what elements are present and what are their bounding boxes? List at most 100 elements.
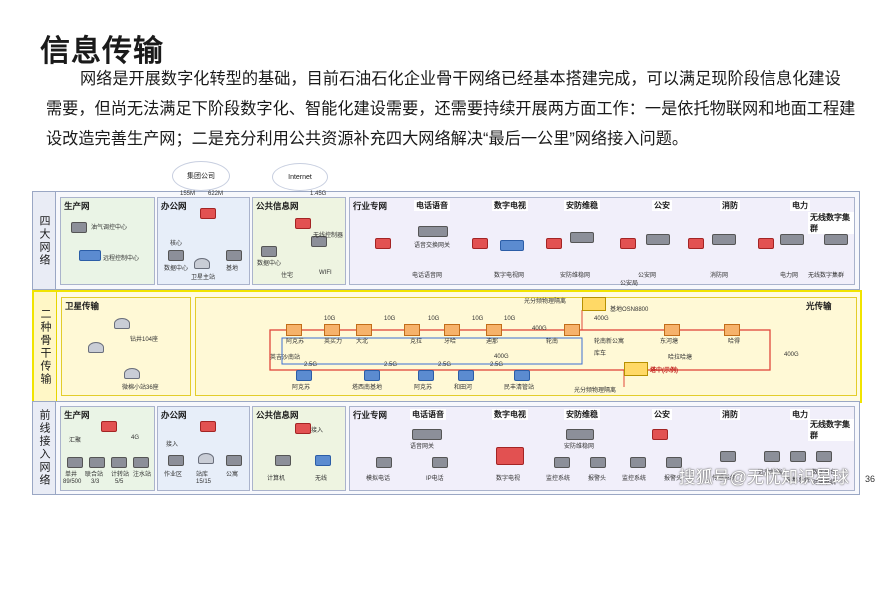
subnet-title: 安防维稳: [564, 409, 600, 420]
node-label: 单井: [65, 472, 78, 478]
node-label: 微棉小站36座: [122, 385, 159, 391]
cell-title: 公共信息网: [256, 410, 299, 420]
node-box-blue: [514, 370, 530, 381]
node-label: 克拉: [410, 339, 423, 345]
subnet-title: 数字电视: [492, 200, 528, 211]
node-label: 阿克苏: [414, 385, 433, 391]
node-label: 消防网: [710, 273, 729, 279]
well-icon: [67, 457, 83, 468]
ip-phone-icon: [432, 457, 448, 468]
node-label: 电话语音网: [412, 273, 443, 279]
node-label: 和田河: [454, 385, 473, 391]
node-label: 安防维稳网: [560, 273, 591, 279]
node-label: 迪那: [486, 339, 499, 345]
node-label: 无线数字集群: [808, 273, 845, 279]
splitter-label: 光分频物理隔离: [574, 388, 617, 394]
core-label: 基地OSN8800: [610, 307, 649, 313]
node-label: 报警头: [664, 476, 683, 482]
node-label: 电力网: [780, 273, 799, 279]
security-server-icon: [566, 429, 594, 440]
splitter-label: 光分频物理隔离: [524, 299, 567, 305]
node-label: 汇聚: [69, 438, 82, 444]
router-icon: [295, 218, 311, 229]
capacity-label: 400G: [784, 352, 799, 358]
cell-public-access: 公共信息网 接入 计算机 无线: [252, 406, 346, 491]
station-icon: [111, 457, 127, 468]
node-label: 钻井104座: [130, 337, 159, 343]
node-label: 数字电视: [496, 476, 521, 482]
server-icon: [168, 250, 184, 261]
building-icon: [226, 250, 242, 261]
capacity-label: 10G: [504, 316, 516, 322]
node-label: 模拟电话: [366, 476, 391, 482]
link-label: 622M: [208, 191, 224, 197]
intro-paragraph: 网络是开展数字化转型的基础，目前石油石化企业骨干网络已经基本搭建完成，可以满足现…: [46, 64, 856, 154]
satellite-dish-icon: [124, 368, 140, 379]
node-label: 3/3: [91, 479, 100, 485]
node-label: 油气调控中心: [91, 225, 128, 231]
node-label: 4G: [131, 435, 140, 441]
node-label: 数据中心: [257, 261, 282, 267]
subnet-title: 消防: [720, 200, 740, 211]
tv-icon: [500, 240, 524, 251]
node-label: 塔西南基地: [352, 385, 383, 391]
cell-title: 办公网: [161, 201, 187, 211]
sensor-icon: [720, 451, 736, 462]
subnet-title: 电话语音: [410, 409, 446, 420]
cell-title: 办公网: [161, 410, 187, 420]
node-label: 监控系统: [546, 476, 571, 482]
node-label: 计算机: [267, 476, 286, 482]
node-label: 15/15: [196, 479, 212, 485]
apartment-icon: [226, 455, 242, 466]
node-label: 库车: [594, 351, 607, 357]
node-label: 站库: [196, 472, 209, 478]
node-label: 5/5: [115, 479, 124, 485]
gateway-icon: [418, 226, 448, 237]
cloud-label: Internet: [288, 173, 312, 181]
node-box: [444, 324, 460, 336]
node-label: 联合站: [85, 472, 104, 478]
node-label: 计转站: [111, 472, 130, 478]
tv-icon: [496, 447, 524, 465]
node-label: 公安网: [638, 273, 657, 279]
node-label: 无线: [315, 476, 328, 482]
camera-icon: [570, 232, 594, 243]
monitor-icon: [79, 250, 101, 261]
router-icon: [758, 238, 774, 249]
node-label: 接入: [166, 442, 179, 448]
node-box: [286, 324, 302, 336]
node-box: [356, 324, 372, 336]
router-icon: [295, 423, 311, 434]
subnet-title: 数字电视: [492, 409, 528, 420]
node-label: 传感系统: [712, 476, 737, 482]
node-label: 报警头: [588, 476, 607, 482]
node-label: 数据中心: [164, 266, 189, 272]
node-label: 牙哈: [444, 339, 457, 345]
subnet-title: 安防维稳: [564, 200, 600, 211]
server-icon: [261, 246, 277, 257]
node-box: [724, 324, 740, 336]
four-networks-row: 四大网络 生产网 油气调控中心 远程控制中心 办公网 核心 数据中心 卫星主站 …: [32, 191, 860, 290]
optical-splitter-hub: [624, 362, 648, 376]
node-box-blue: [364, 370, 380, 381]
wifi-icon: [315, 455, 331, 466]
controller-icon: [311, 236, 327, 247]
alarm-icon: [590, 457, 606, 468]
watermark: 搜狐号@无忧知识星球: [678, 468, 849, 487]
node-label: 阿克苏: [286, 339, 305, 345]
cell-title: 公共信息网: [256, 201, 299, 211]
link-label: 155M: [180, 191, 196, 197]
cell-public-net: 公共信息网 数据中心 住宅 无线控制器 WIFI: [252, 197, 346, 285]
capacity-label: 10G: [428, 316, 440, 322]
fire-server-icon: [712, 234, 736, 245]
cell-title: 生产网: [64, 201, 90, 211]
node-label: 民丰清管站: [504, 385, 535, 391]
node-label: 轮南: [546, 339, 559, 345]
satellite-dish-icon: [194, 258, 210, 269]
cloud-group-company: 集团公司: [172, 161, 230, 191]
cell-office-net: 办公网 核心 数据中心 卫星主站 基地: [157, 197, 250, 285]
cloud-label: 集团公司: [187, 173, 215, 180]
capacity-label: 2.5G: [490, 362, 504, 368]
subnet-title: 电力: [790, 409, 810, 420]
cell-production-access: 生产网 汇聚 4G 单井 联合站 计转站 注水站 89/500 3/3 5/5: [60, 406, 155, 491]
